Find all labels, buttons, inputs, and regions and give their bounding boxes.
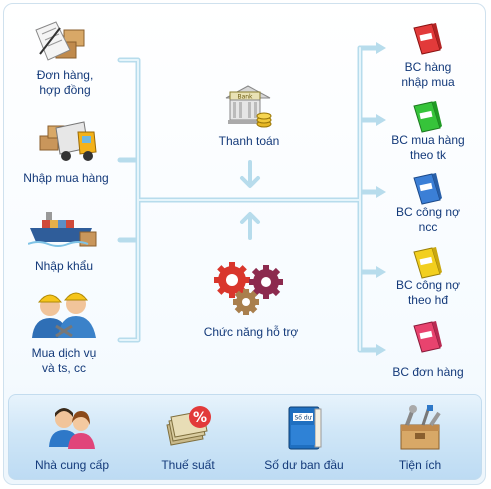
tile-suppliers[interactable]: Nhà cung cấp [17, 395, 127, 479]
tile-utilities-label: Tiện ích [398, 458, 442, 472]
yellow-report-icon [413, 247, 442, 279]
tax-symbol-text: % [193, 410, 207, 426]
tax-rate-icon: % [166, 406, 211, 446]
workers-icon [32, 292, 96, 338]
tile-suppliers-label: Nhà cung cấp [34, 458, 110, 472]
left-item-services-line2: và ts, cc [41, 361, 86, 375]
right-item-supplier-debt-line2: ncc [418, 220, 438, 234]
tile-opening-balance[interactable]: Số dư Số dư ban đầu [249, 395, 359, 479]
left-item-import-label: Nhập khẩu [34, 259, 94, 273]
right-item-purchase-report-line2: nhập mua [401, 75, 455, 89]
pink-report-icon [413, 321, 442, 353]
tile-utilities[interactable]: Tiện ích [365, 395, 475, 479]
right-item-purchase-report-line1: BC hàng [404, 60, 452, 74]
center-item-support-label: Chức năng hỗ trợ [203, 325, 299, 339]
blue-report-icon [413, 173, 442, 205]
bottom-toolbar: Nhà cung cấp % Thuế suất Số dư Số dư ban… [8, 394, 482, 480]
left-item-orders-line2: hợp đồng [39, 83, 91, 97]
red-report-icon [413, 23, 442, 55]
gears-icon [214, 262, 283, 315]
left-item-purchase-import-label: Nhập mua hàng [23, 171, 109, 185]
bank-sign-text: Bank [237, 94, 253, 101]
center-item-payment-label: Thanh toán [218, 134, 280, 148]
right-item-debt-by-contract-line1: BC công nợ [396, 278, 460, 292]
tile-tax-rate[interactable]: % Thuế suất [133, 395, 243, 479]
suppliers-icon [49, 408, 95, 449]
right-item-purchase-by-account-line1: BC mua hàng [391, 133, 465, 147]
green-report-icon [413, 101, 442, 133]
left-item-orders-line1: Đơn hàng, [36, 68, 94, 82]
cargo-ship-icon [28, 212, 97, 247]
tile-opening-balance-label: Số dư ban đầu [264, 458, 344, 472]
right-item-purchase-by-account-line2: theo tk [409, 148, 447, 162]
toolbox-icon [400, 405, 441, 450]
contract-icon [35, 21, 85, 61]
right-item-supplier-debt-line1: BC công nợ [396, 205, 460, 219]
right-item-debt-by-contract-line2: theo hđ [407, 293, 449, 307]
left-item-services-line1: Mua dịch vụ [31, 346, 97, 360]
tile-tax-rate-label: Thuế suất [161, 458, 215, 472]
delivery-truck-icon [39, 121, 97, 161]
ledger-title-text: Số dư [295, 415, 313, 422]
right-item-order-report-label: BC đơn hàng [392, 365, 464, 379]
bank-icon: Bank [225, 85, 272, 128]
ledger-book-icon: Số dư [288, 406, 322, 450]
